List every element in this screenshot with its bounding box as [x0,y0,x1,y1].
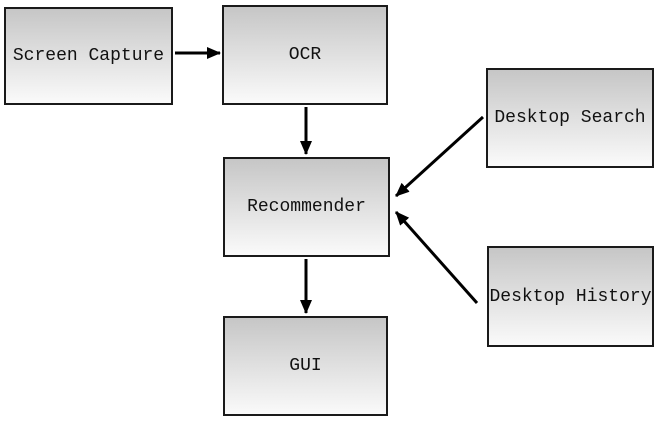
node-screen-capture: Screen Capture [4,7,173,105]
edge-desktophistory-to-recommender [394,211,479,304]
edge-desktopsearch-to-recommender [394,115,485,198]
node-label: Recommender [247,197,366,217]
node-desktop-search: Desktop Search [486,68,654,168]
node-ocr: OCR [222,5,388,105]
node-gui: GUI [223,316,388,416]
node-desktop-history: Desktop History [487,246,654,347]
node-label: GUI [289,356,322,376]
node-label: Screen Capture [12,46,165,66]
node-label: Desktop History [489,286,652,307]
node-label: OCR [288,45,322,65]
node-recommender: Recommender [223,157,390,257]
node-label: Desktop Search [494,108,646,128]
